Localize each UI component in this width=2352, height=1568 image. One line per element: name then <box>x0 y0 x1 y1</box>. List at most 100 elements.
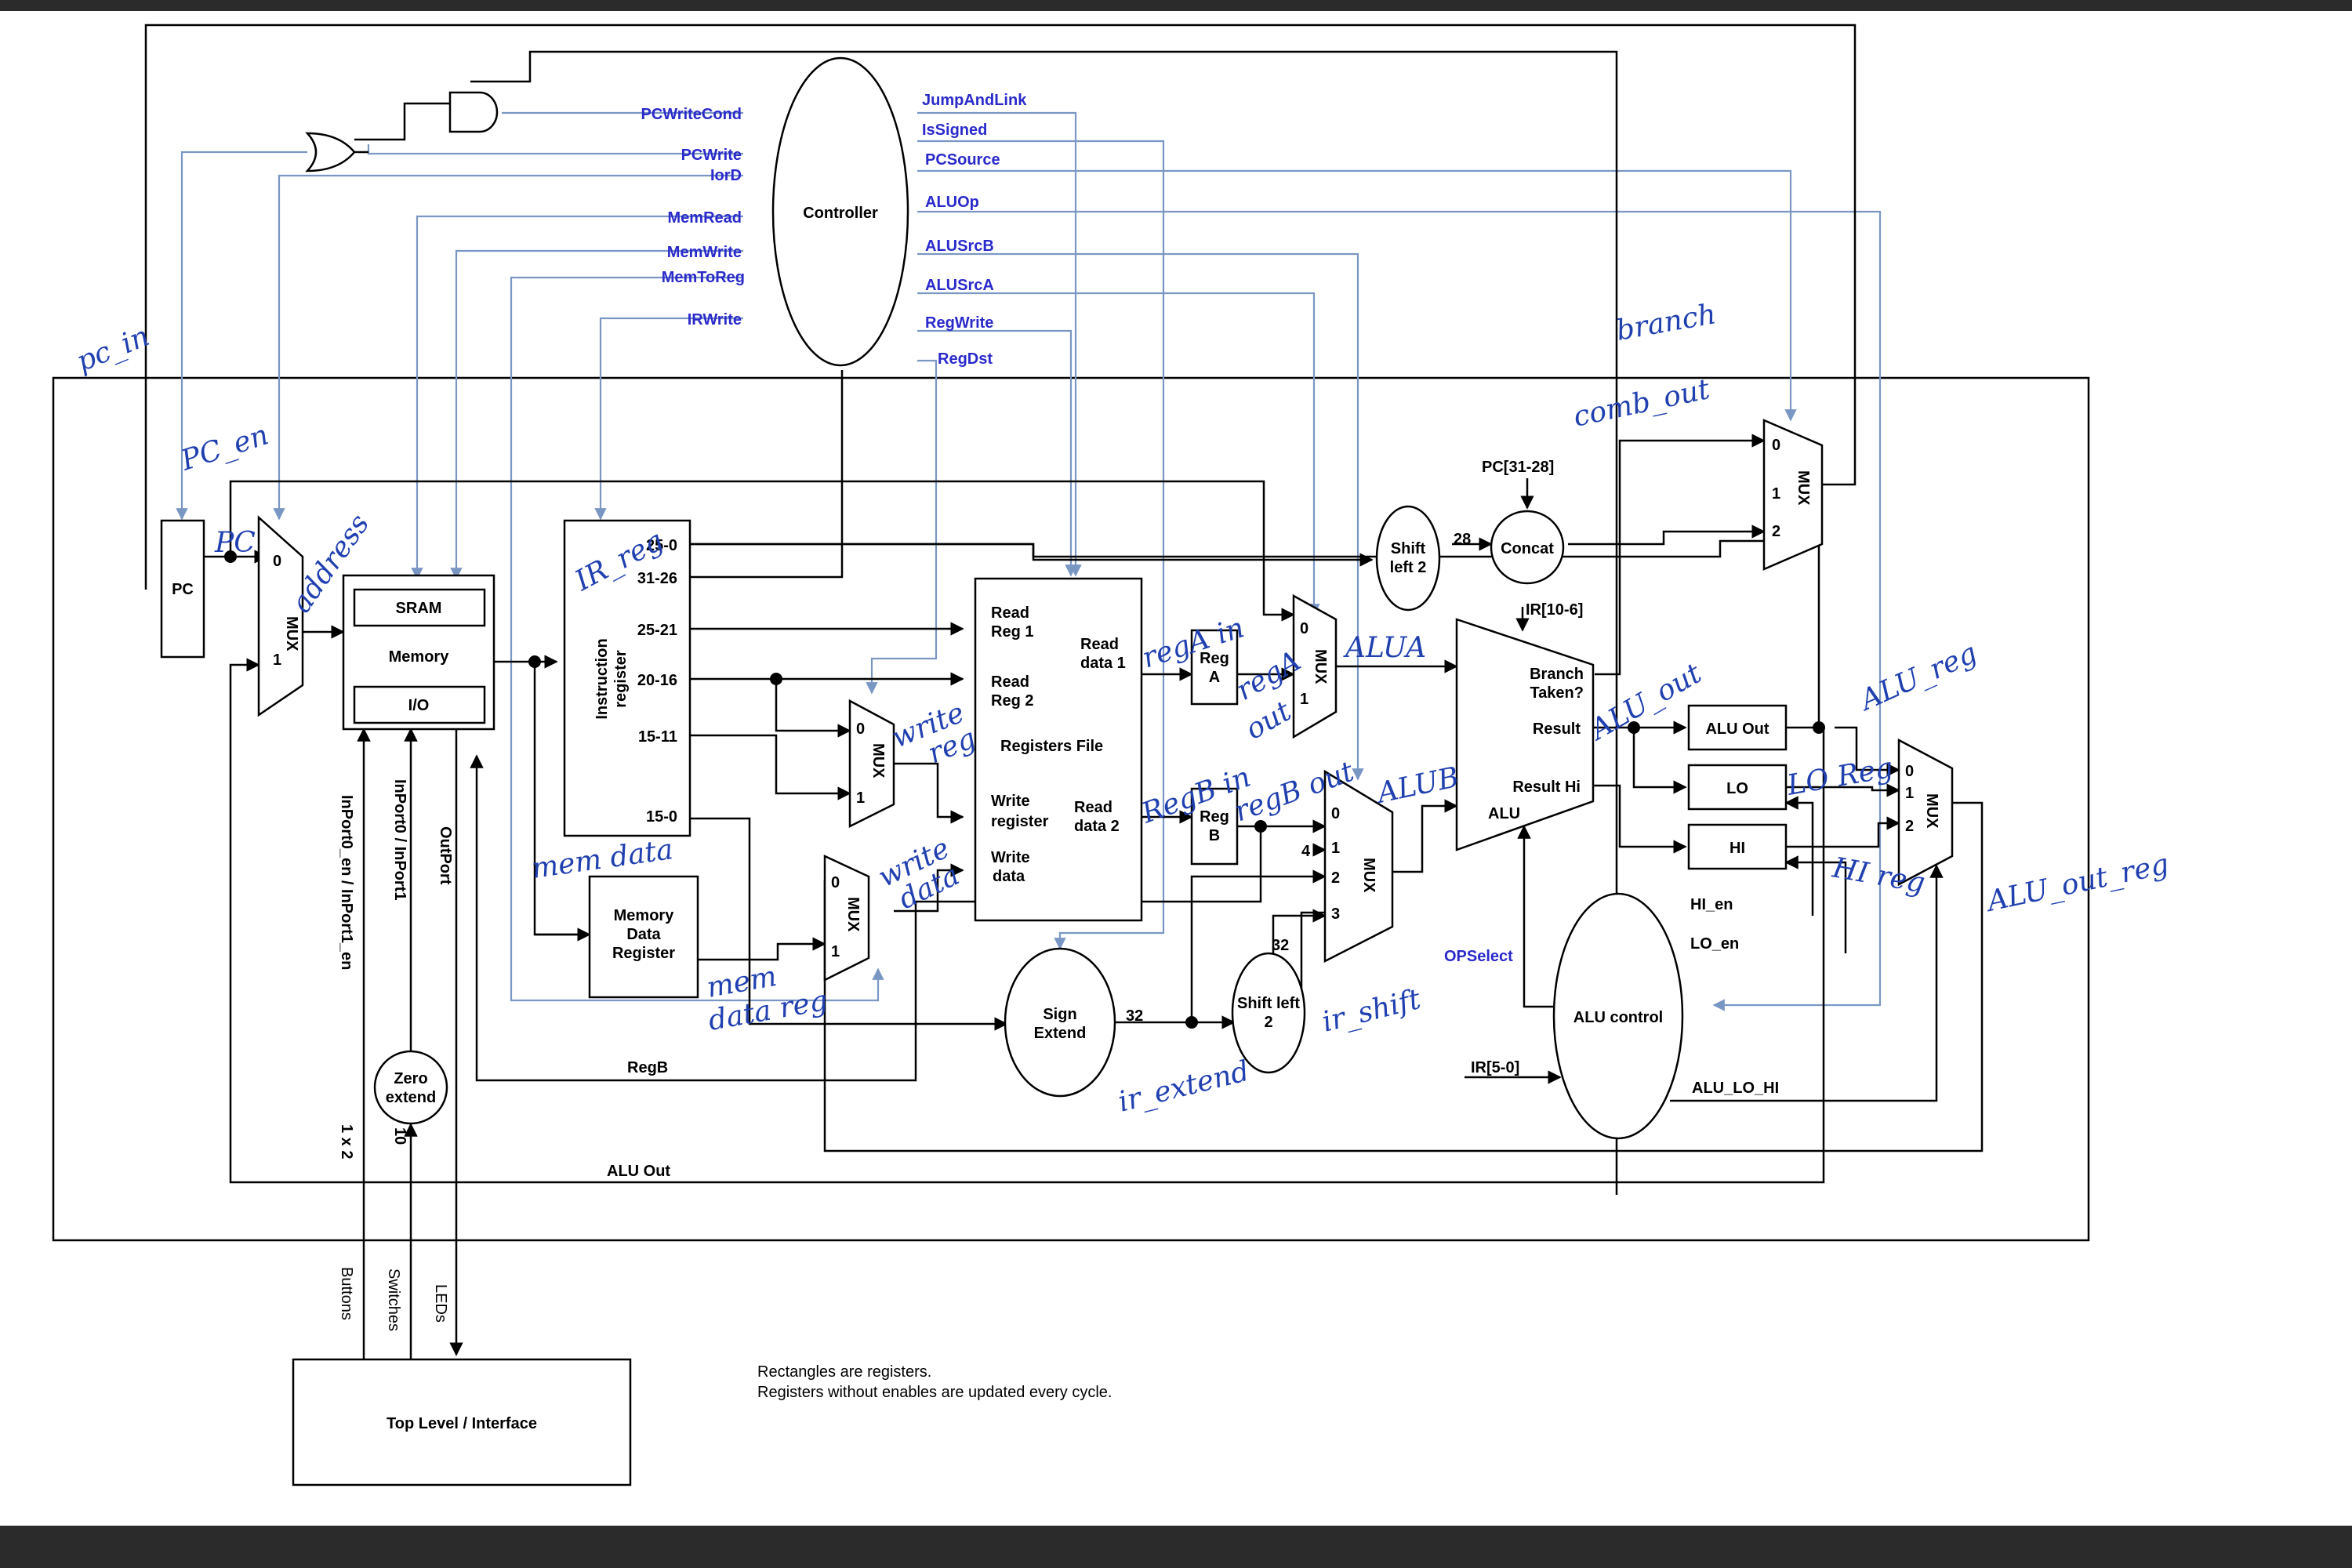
reg-a-line2: A <box>1209 669 1220 686</box>
address-mux-label: MUX <box>283 616 300 652</box>
hand-alub: ALUB <box>1372 761 1461 811</box>
alu-out-label: ALU Out <box>1705 720 1769 738</box>
alu-a-mux <box>1292 593 1338 739</box>
shift-bottom-line2: 2 <box>1264 1014 1272 1031</box>
hi-register <box>1687 823 1788 870</box>
write-data-mux-label: MUX <box>844 897 862 932</box>
width-1x2: 1 x 2 <box>338 1124 355 1159</box>
write-reg-mux-in0: 0 <box>856 720 865 738</box>
concat-label: Concat <box>1501 540 1554 557</box>
zero-extend-line2: extend <box>386 1089 436 1106</box>
alu-b-mux <box>1323 769 1394 964</box>
switches-label: Switches <box>385 1269 402 1331</box>
sign-extend-line2: Extend <box>1034 1025 1087 1042</box>
sig-jumpandlink: JumpAndLink <box>922 92 1027 109</box>
alu-a-mux-label: MUX <box>1312 649 1329 684</box>
address-mux-in0: 0 <box>273 553 281 570</box>
lo-en-label: LO_en <box>1690 935 1739 953</box>
mdr-line1: Memory <box>614 907 675 924</box>
ir-field-31-26: 31-26 <box>637 570 677 587</box>
sig-pcsource: PCSource <box>925 151 1000 169</box>
hand-lo-reg: LO Reg <box>1784 752 1895 802</box>
pc-mux-label: MUX <box>1795 470 1812 506</box>
concat <box>1490 510 1565 585</box>
pc-mux-in2: 2 <box>1772 523 1780 540</box>
memory-data-register <box>588 875 699 999</box>
hi-label: HI <box>1730 840 1745 857</box>
sig-issigned: IsSigned <box>922 122 987 139</box>
rf-write-data-b: data <box>993 868 1025 885</box>
constant-4: 4 <box>1301 843 1311 860</box>
ir-label-line1: Instruction <box>593 638 611 719</box>
ir-10-6-label: IR[10-6] <box>1526 601 1583 619</box>
alu-b-mux-in1: 1 <box>1331 840 1340 857</box>
alu-a-mux-in0: 0 <box>1300 620 1308 637</box>
rf-write-data-a: Write <box>991 849 1030 866</box>
sig-irwrite: IRWrite <box>688 311 742 328</box>
ir-field-25-21: 25-21 <box>637 622 677 639</box>
ir-label-line2: register <box>612 650 630 708</box>
hand-alua: ALUA <box>1343 632 1426 664</box>
controller <box>771 56 909 367</box>
write-data-mux <box>823 855 870 982</box>
pc-mux-in1: 1 <box>1772 485 1780 503</box>
ir-field-20-16: 20-16 <box>637 672 677 689</box>
sig-alusrca: ALUSrcA <box>925 277 994 294</box>
zero-extend <box>373 1050 448 1125</box>
alu-result: Result <box>1533 720 1581 738</box>
opselect-label: OPSelect <box>1444 948 1513 965</box>
sig-memtoreg: MemToReg <box>662 269 745 286</box>
inport-en-label: InPort0_en / InPort1_en <box>338 795 355 970</box>
rf-write-register-b: register <box>991 813 1049 830</box>
buttons-label: Buttons <box>338 1267 355 1320</box>
alu-out-junction <box>1813 721 1825 734</box>
alu-control-label: ALU control <box>1573 1009 1663 1026</box>
top-level-interface <box>292 1358 632 1486</box>
ir-junction <box>770 673 782 685</box>
hand-alu-out-reg: ALU_out_reg <box>1982 848 2171 919</box>
sig-aluop: ALUOp <box>925 194 979 211</box>
alu-label: ALU <box>1488 805 1520 822</box>
hand-branch: branch <box>1613 298 1718 347</box>
instruction-register <box>563 519 691 837</box>
pc-junction <box>224 550 237 563</box>
write-reg-mux-in1: 1 <box>856 789 865 807</box>
signext-junction <box>1185 1016 1198 1029</box>
sig-pcwritecond: PCWriteCond <box>641 106 742 123</box>
sram-label: SRAM <box>396 600 442 617</box>
pc-label: PC <box>172 581 194 598</box>
pc-mux-in0: 0 <box>1772 437 1780 454</box>
width-32-a: 32 <box>1126 1007 1143 1025</box>
control-wires <box>176 111 1882 1011</box>
sig-alusrcb: ALUSrcB <box>925 238 994 255</box>
data-wires <box>144 24 1984 1359</box>
alu-b-mux-label: MUX <box>1360 858 1377 893</box>
rf-read-data1-b: data 1 <box>1080 655 1126 672</box>
io-label: I/O <box>408 697 430 714</box>
ir-5-0-label: IR[5-0] <box>1471 1059 1519 1076</box>
mdr-line3: Register <box>612 945 675 962</box>
pc-source-mux <box>1762 419 1824 571</box>
regb-junction <box>1254 820 1267 833</box>
write-reg-mux <box>848 699 895 829</box>
hand-pc: PC <box>214 527 256 559</box>
shift-bottom-line1: Shift left <box>1237 995 1300 1012</box>
pc-register <box>160 519 205 659</box>
write-data-mux-in1: 1 <box>831 943 840 960</box>
width-10: 10 <box>391 1127 408 1145</box>
rf-read-reg1-a: Read <box>991 604 1029 622</box>
alu <box>1455 618 1595 851</box>
lo-label: LO <box>1726 780 1748 797</box>
lo-register <box>1687 764 1788 811</box>
alu-lo-hi-label: ALU_LO_HI <box>1692 1080 1779 1097</box>
sig-pcwrite: PCWrite <box>681 147 742 164</box>
write-reg-mux-label: MUX <box>869 743 887 779</box>
out-mux-label: MUX <box>1923 793 1940 829</box>
reg-a-line1: Reg <box>1200 650 1229 667</box>
alu-b-mux-in0: 0 <box>1331 805 1340 822</box>
shift-left-2-bottom <box>1231 952 1306 1074</box>
hi-en-label: HI_en <box>1690 896 1733 913</box>
mdr-line2: Data <box>626 926 661 943</box>
outport-label: OutPort <box>437 826 454 885</box>
memory-label: Memory <box>389 648 450 666</box>
